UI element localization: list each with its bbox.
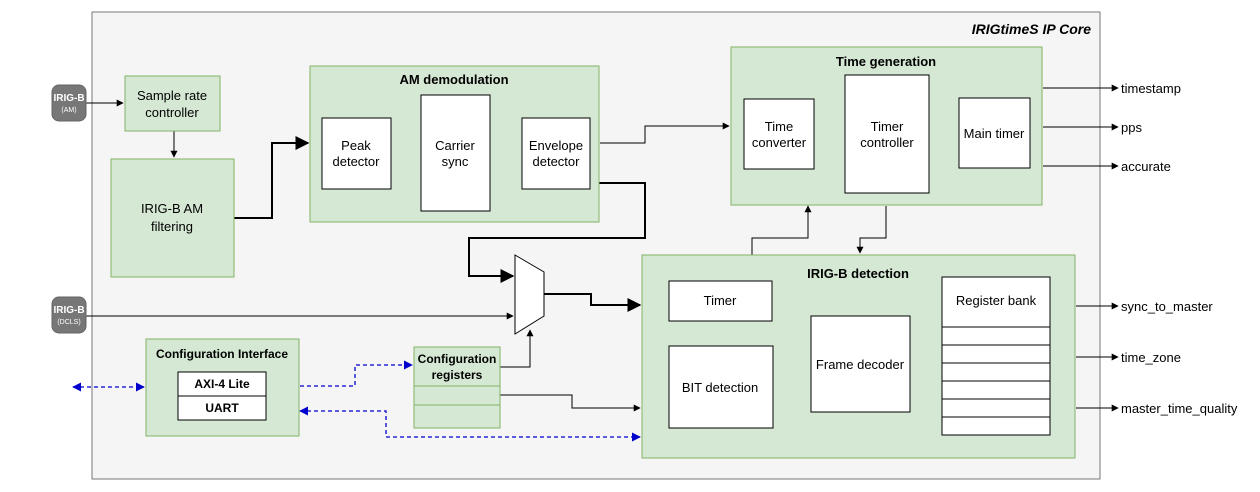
envelope-detector <box>521 117 591 190</box>
detection-timer <box>668 280 773 322</box>
wire-uart-to-detection <box>299 406 641 442</box>
am-filtering-label-2: filtering <box>151 219 193 234</box>
configuration-registers-label-1: Configuration <box>418 352 497 366</box>
main-timer <box>958 97 1031 169</box>
main-timer-label: Main timer <box>964 126 1025 141</box>
wire-filter-to-demod <box>234 136 310 219</box>
envelope-detector-label-2: detector <box>533 154 581 169</box>
frame-decoder <box>810 315 911 413</box>
timer-controller-label-2: controller <box>860 135 914 150</box>
am-filtering-label-1: IRIG-B AM <box>141 201 203 216</box>
sample-rate-label-1: Sample rate <box>137 88 207 103</box>
time-converter-label-1: Time <box>765 119 793 134</box>
configuration-interface-title: Configuration Interface <box>156 347 288 361</box>
peak-detector-label-2: detector <box>333 154 381 169</box>
core-title: IRIGtimeS IP Core <box>972 21 1092 37</box>
sample-rate-controller: Sample rate controller <box>124 75 221 132</box>
uart-block <box>177 395 267 421</box>
sample-rate-label-2: controller <box>145 105 199 120</box>
peak-detector-label-1: Peak <box>341 138 371 153</box>
output-time-zone: time_zone <box>1121 350 1181 365</box>
register-bank <box>941 276 1051 436</box>
dcls-input-label: IRIG-B <box>53 305 84 316</box>
output-pps: pps <box>1121 120 1142 135</box>
time-generation-group: Time generation Time converter Timer con… <box>730 46 1043 206</box>
output-timestamp: timestamp <box>1121 81 1181 96</box>
configuration-registers: Configuration registers <box>413 346 501 429</box>
envelope-detector-label-1: Envelope <box>529 138 583 153</box>
axi-4-lite-label: AXI-4 Lite <box>194 377 250 391</box>
wire-timegen-to-detection <box>856 206 887 254</box>
output-accurate: accurate <box>1121 159 1171 174</box>
output-sync-to-master: sync_to_master <box>1121 299 1213 314</box>
wire-registers-to-mux <box>500 329 534 368</box>
wire-axi-to-registers <box>300 360 413 387</box>
frame-decoder-label: Frame decoder <box>816 357 905 372</box>
dcls-input-sub: (DCLS) <box>57 319 80 326</box>
timer-controller <box>844 74 930 194</box>
configuration-registers-label-2: registers <box>432 368 483 382</box>
am-input-sub: (AM) <box>61 107 76 114</box>
register-bank-label: Register bank <box>956 293 1037 308</box>
irig-b-detection-title: IRIG-B detection <box>807 266 909 281</box>
am-filtering-block: IRIG-B AM filtering <box>110 158 235 278</box>
wire-detection-to-timegen <box>751 205 812 255</box>
wire-mux-to-detection <box>544 293 642 312</box>
detection-timer-label: Timer <box>704 293 737 308</box>
configuration-interface-group: Configuration Interface AXI-4 Lite UART <box>145 338 300 437</box>
irig-b-detection-group: IRIG-B detection Timer BIT detection Fra… <box>641 254 1076 459</box>
wire-envelope-to-mux <box>468 182 646 283</box>
carrier-sync-label-1: Carrier <box>435 138 475 153</box>
timer-controller-label-1: Timer <box>871 119 904 134</box>
peak-detector <box>321 117 392 190</box>
axi-4-lite-block <box>177 371 267 397</box>
input-multiplexer <box>514 254 545 335</box>
time-converter-label-2: converter <box>752 135 807 150</box>
am-input-label: IRIG-B <box>53 93 84 104</box>
carrier-sync-label-2: sync <box>442 154 469 169</box>
wire-envelope-to-timegen <box>600 122 730 144</box>
carrier-sync <box>420 94 491 212</box>
irig-b-dcls-input: IRIG-B (DCLS) <box>51 296 87 334</box>
bit-detection-label: BIT detection <box>682 380 758 395</box>
time-generation-title: Time generation <box>836 54 936 69</box>
bit-detection <box>668 345 774 429</box>
irig-b-am-input: IRIG-B (AM) <box>51 84 87 122</box>
am-demodulation-title: AM demodulation <box>399 72 508 87</box>
output-master-time-quality: master_time_quality <box>1121 401 1238 416</box>
am-demodulation-group: AM demodulation Peak detector Carrier sy… <box>309 65 600 223</box>
time-converter <box>743 98 815 170</box>
uart-label: UART <box>205 401 239 415</box>
